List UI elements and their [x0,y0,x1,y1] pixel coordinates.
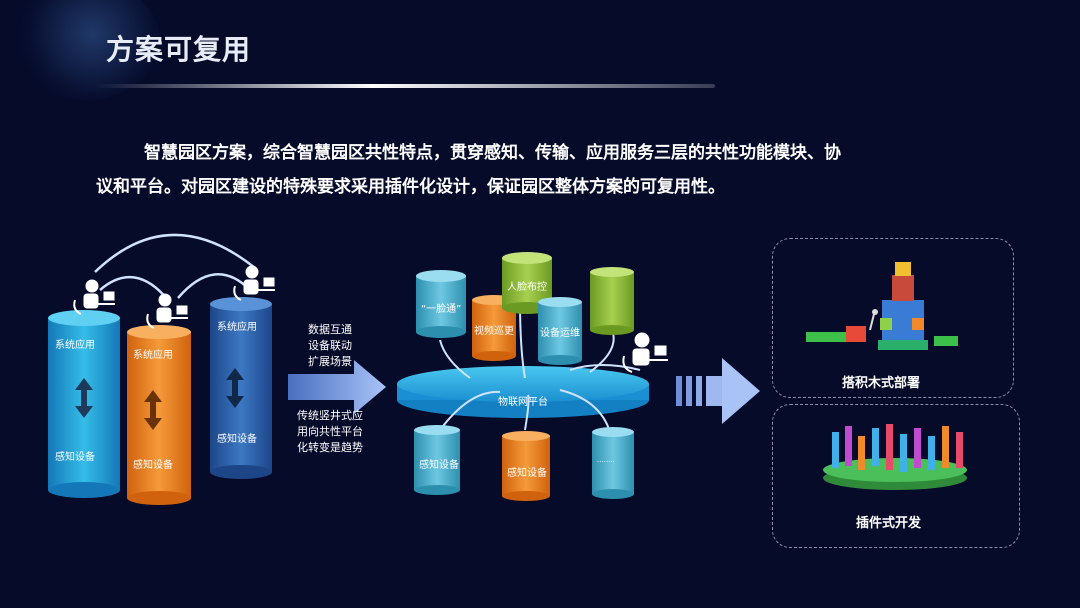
platform-user-icon [622,332,668,373]
middle-top-line-1: 数据互通 [308,323,352,336]
middle-bottom-line-3: 化转变是趋势 [297,441,363,454]
result-arrow [676,358,760,424]
lower-label-2: 感知设备 [507,468,547,479]
block-deploy-box [772,238,1014,398]
upper-label-video: 视频巡更 [474,326,514,337]
upper-cylinder-maintenance [538,297,582,365]
lower-cylinder-2 [502,431,550,501]
building-blocks-illustration [806,262,958,350]
lower-label-3: ........ [597,456,615,464]
plugin-dev-box [772,404,1020,548]
globe-decoration [10,0,160,100]
intro-line-1: 智慧园区方案，综合智慧园区共性特点，贯穿感知、传输、应用服务三层的共性功能模块、… [144,143,841,163]
transition-arrow [288,360,386,414]
upper-label-maintenance: 设备运维 [540,328,580,339]
upper-label-face: 人脸布控 [507,282,547,293]
upper-cylinder-face [502,252,552,314]
intro-line-2: 议和平台。对园区建设的特殊要求采用插件化设计，保证园区整体方案的可复用性。 [96,177,725,197]
plugin-dev-label: 插件式开发 [856,516,922,531]
cyl2-top-label: 系统应用 [133,350,173,361]
user-icon-1 [73,279,115,315]
user-link-arcs [94,233,256,301]
upper-cylinder-green [590,267,634,335]
intro-paragraph: 智慧园区方案，综合智慧园区共性特点，贯穿感知、传输、应用服务三层的共性功能模块、… [96,136,986,204]
left-cylinder-2 [127,325,191,505]
cyl1-top-label: 系统应用 [55,340,95,351]
middle-text-top: 数据互通 设备联动 扩展场景 [300,322,360,370]
left-cylinder-1 [48,310,120,498]
middle-bottom-line-1: 传统竖井式应 [297,409,363,422]
left-cylinder-3 [210,297,272,479]
plugin-bars-illustration [823,424,967,490]
upper-cylinder-yilian [416,270,466,338]
cyl1-bottom-label: 感知设备 [55,452,95,463]
title-underline [95,84,715,88]
platform-label: 物联网平台 [498,397,548,408]
block-deploy-label: 搭积木式部署 [842,376,921,391]
page-title: 方案可复用 [106,33,252,66]
middle-bottom-line-2: 用向共性平台 [297,425,363,438]
cyl3-top-label: 系统应用 [217,322,257,333]
lower-cylinder-1 [414,425,460,495]
iot-platform-disc [397,366,649,418]
cyl2-bottom-label: 感知设备 [133,460,173,471]
lower-cylinder-3 [592,427,634,499]
lower-label-1: 感知设备 [419,460,459,471]
user-icon-3 [233,265,275,301]
middle-text-bottom: 传统竖井式应 用向共性平台 化转变是趋势 [290,408,370,456]
user-icon-2 [146,293,188,329]
upper-label-yilian: “一脸通” [421,304,462,315]
cyl3-bottom-label: 感知设备 [217,434,257,445]
middle-top-line-2: 设备联动 [308,339,352,352]
middle-top-line-3: 扩展场景 [308,355,352,368]
